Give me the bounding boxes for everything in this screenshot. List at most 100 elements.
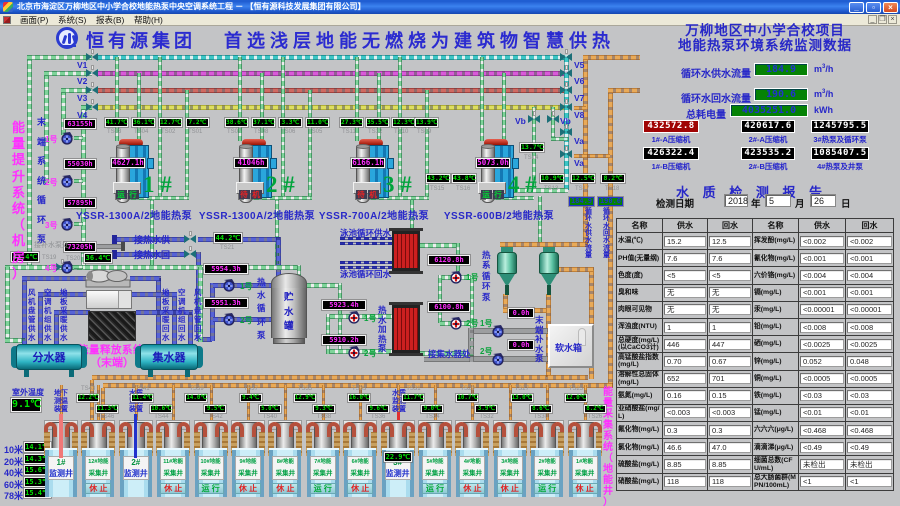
heating-pump-1[interactable] (347, 310, 362, 324)
wq-value-14-4[interactable]: <1 (800, 476, 844, 488)
wq-value-10-1[interactable]: <0.003 (664, 407, 706, 419)
close-button[interactable]: × (883, 2, 898, 13)
wq-value-13-4[interactable]: 未检出 (800, 459, 844, 471)
end-pump-2[interactable] (60, 174, 75, 188)
wq-value-5-2[interactable]: 1 (709, 321, 751, 333)
valve-V7[interactable] (560, 82, 572, 95)
report-day-input[interactable]: 26 (810, 194, 836, 207)
makeup-pump-2[interactable] (491, 352, 506, 366)
wq-value-14-5[interactable]: <1 (847, 476, 892, 488)
wq-value-11-4[interactable]: <0.468 (800, 424, 844, 436)
mdi-minimize-icon[interactable]: _ (868, 15, 877, 24)
wq-value-3-5[interactable]: <0.001 (847, 287, 892, 299)
minimize-button[interactable]: _ (849, 2, 864, 13)
wq-value-11-2[interactable]: 0.3 (709, 424, 751, 436)
wq-value-4-5[interactable]: <0.00001 (847, 304, 892, 316)
wq-value-7-2[interactable]: 0.67 (709, 355, 751, 367)
wq-value-6-4[interactable]: <0.0025 (800, 338, 844, 350)
maximize-button[interactable]: ▫ (866, 2, 881, 13)
wq-value-9-4[interactable]: <0.03 (800, 390, 844, 402)
wq-value-7-5[interactable]: 0.048 (847, 355, 892, 367)
wq-value-14-1[interactable]: 118 (664, 476, 706, 488)
menu-item-0[interactable]: 画面(P) (20, 15, 49, 25)
wq-value-11-5[interactable]: <0.468 (847, 424, 892, 436)
wq-value-9-5[interactable]: <0.03 (847, 390, 892, 402)
valve-V3[interactable] (86, 82, 98, 95)
heating-pump-2[interactable] (347, 345, 362, 359)
end-pump-1[interactable] (60, 131, 75, 145)
report-month-input[interactable]: 5 (765, 194, 791, 207)
valve-V6[interactable] (560, 65, 572, 78)
hw-pump-1[interactable] (222, 278, 237, 292)
wq-value-2-4[interactable]: <0.004 (800, 269, 844, 281)
valve-V5[interactable] (560, 49, 572, 62)
wq-value-8-2[interactable]: 701 (709, 373, 751, 385)
hw-pump-2[interactable] (222, 312, 237, 326)
mdi-restore-icon[interactable]: ❐ (878, 15, 887, 24)
wq-value-10-5[interactable]: <0.01 (847, 407, 892, 419)
valve-Va-2[interactable] (560, 146, 572, 159)
wq-value-4-1[interactable]: 无 (664, 304, 706, 316)
wq-value-7-4[interactable]: 0.052 (800, 355, 844, 367)
wq-value-8-4[interactable]: <0.0005 (800, 373, 844, 385)
valve-hw-supply[interactable] (184, 231, 196, 244)
wq-value-13-5[interactable]: 未检出 (847, 459, 892, 471)
wq-value-12-1[interactable]: 46.6 (664, 441, 706, 453)
valve-V4[interactable] (86, 99, 98, 112)
wq-value-8-5[interactable]: <0.0005 (847, 373, 892, 385)
wq-value-12-5[interactable]: <0.49 (847, 441, 892, 453)
wq-value-8-1[interactable]: 652 (664, 373, 706, 385)
valve-Vb-1[interactable] (528, 111, 540, 124)
wq-value-1-1[interactable]: 7.6 (664, 252, 706, 264)
wq-value-3-4[interactable]: <0.001 (800, 287, 844, 299)
wq-value-7-1[interactable]: 0.70 (664, 355, 706, 367)
wq-value-9-1[interactable]: 0.16 (664, 390, 706, 402)
wq-value-1-2[interactable]: 7.6 (709, 252, 751, 264)
wq-value-3-2[interactable]: 无 (709, 287, 751, 299)
wq-value-5-1[interactable]: 1 (664, 321, 706, 333)
wq-value-11-1[interactable]: 0.3 (664, 424, 706, 436)
wq-value-6-1[interactable]: 446 (664, 338, 706, 350)
wq-value-1-5[interactable]: <0.001 (847, 252, 892, 264)
wq-value-4-2[interactable]: 无 (709, 304, 751, 316)
window-titlebar[interactable]: 北京市海淀区万柳地区中小学合校地能热泵中央空调系统工程 － 【恒有源科技发展集团… (0, 0, 900, 14)
valve-V8[interactable] (560, 99, 572, 112)
wq-value-2-2[interactable]: <5 (709, 269, 751, 281)
wq-value-12-4[interactable]: <0.49 (800, 441, 844, 453)
valve-V2[interactable] (86, 65, 98, 78)
wq-value-6-5[interactable]: <0.0025 (847, 338, 892, 350)
wq-value-10-2[interactable]: <0.003 (709, 407, 751, 419)
valve-hw-return[interactable] (184, 246, 196, 259)
wq-value-13-1[interactable]: 8.85 (664, 459, 706, 471)
end-pump-4[interactable] (60, 260, 75, 274)
wq-value-0-1[interactable]: 15.2 (664, 235, 706, 247)
wq-value-0-2[interactable]: 12.5 (709, 235, 751, 247)
menu-item-3[interactable]: 帮助(H) (134, 15, 163, 25)
wq-value-6-2[interactable]: 447 (709, 338, 751, 350)
report-year-input[interactable]: 2018 (724, 194, 748, 207)
menu-item-2[interactable]: 报表(B) (96, 15, 125, 25)
wq-value-13-2[interactable]: 8.85 (709, 459, 751, 471)
valve-Vb-2[interactable] (547, 111, 559, 124)
menu-item-1[interactable]: 系统(S) (58, 15, 87, 25)
valve-Va-1[interactable] (560, 124, 572, 137)
wq-value-10-4[interactable]: <0.01 (800, 407, 844, 419)
wq-value-1-4[interactable]: <0.001 (800, 252, 844, 264)
valve-V1[interactable] (86, 49, 98, 62)
wq-value-5-4[interactable]: <0.008 (800, 321, 844, 333)
wq-value-14-2[interactable]: 118 (709, 476, 751, 488)
wq-value-9-2[interactable]: 0.15 (709, 390, 751, 402)
end-pump-3[interactable] (60, 217, 75, 231)
mdi-close-icon[interactable]: × (888, 15, 897, 24)
wq-value-5-5[interactable]: <0.008 (847, 321, 892, 333)
makeup-pump-1[interactable] (491, 324, 506, 338)
wq-value-0-4[interactable]: <0.002 (800, 235, 844, 247)
menu-system-icon[interactable] (3, 16, 11, 24)
wq-value-4-4[interactable]: <0.00001 (800, 304, 844, 316)
wq-value-3-1[interactable]: 无 (664, 287, 706, 299)
hx-pump-1[interactable] (449, 270, 464, 284)
hx-pump-2[interactable] (449, 316, 464, 330)
wq-value-0-5[interactable]: <0.002 (847, 235, 892, 247)
wq-value-2-1[interactable]: <5 (664, 269, 706, 281)
wq-value-2-5[interactable]: <0.004 (847, 269, 892, 281)
